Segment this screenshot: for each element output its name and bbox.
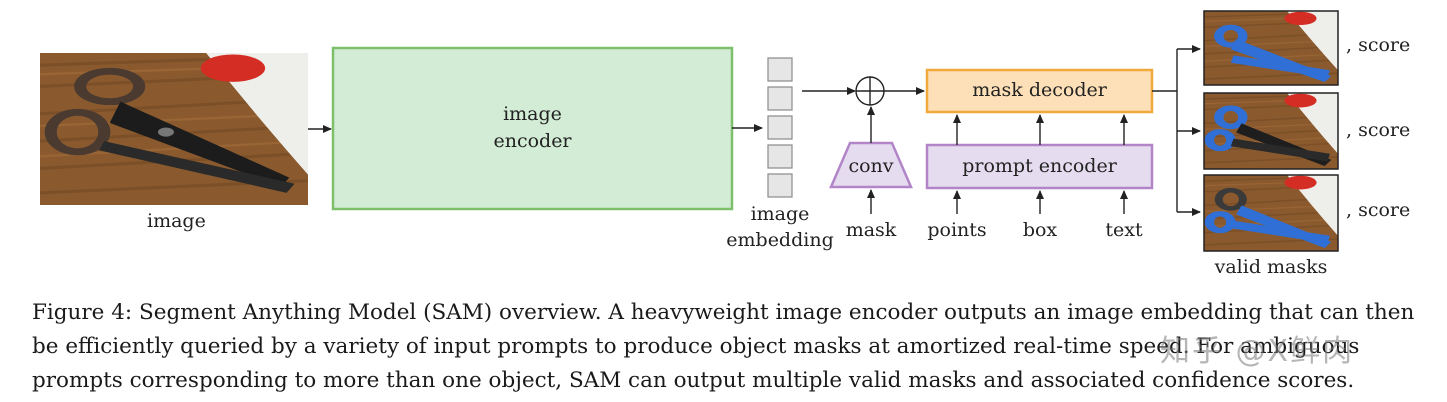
prompt-encoder-box — [925, 143, 1154, 190]
prompt-encoder-label: prompt encoder — [962, 155, 1117, 177]
mask-input-label: mask — [845, 219, 897, 241]
image-encoder-label-line1: image — [503, 103, 562, 125]
image-embedding-label: image embedding — [720, 201, 840, 253]
output-mask-1 — [1203, 10, 1339, 86]
image-embedding-label-line2: embedding — [726, 229, 834, 251]
image-encoder-label-line2: encoder — [493, 130, 572, 152]
sam-diagram — [0, 10, 1339, 252]
points-input-label: points — [927, 219, 987, 241]
image-encoder-box — [331, 46, 734, 211]
score-label-2: , score — [1346, 119, 1411, 141]
input-image-label: image — [147, 210, 206, 232]
score-label-3: , score — [1346, 199, 1411, 221]
box-input-label: box — [1022, 219, 1058, 241]
mask-decoder-label: mask decoder — [972, 79, 1107, 101]
text-input-label: text — [1105, 219, 1143, 241]
output-mask-3 — [1203, 174, 1339, 252]
figure-caption: Figure 4: Segment Anything Model (SAM) o… — [32, 300, 1415, 393]
image-embedding-stack — [767, 57, 793, 198]
image-embedding-label-line1: image — [750, 203, 810, 225]
score-label-1: , score — [1346, 34, 1411, 56]
valid-masks-label: valid masks — [1214, 256, 1328, 278]
image-encoder-label: image encoder — [333, 101, 732, 155]
output-mask-2 — [1203, 92, 1339, 170]
sum-operator — [855, 76, 885, 106]
conv-label: conv — [848, 155, 894, 177]
conv-block — [829, 141, 913, 189]
watermark: 知乎 @X鲜肉 — [1160, 334, 1355, 369]
input-image — [40, 53, 308, 205]
